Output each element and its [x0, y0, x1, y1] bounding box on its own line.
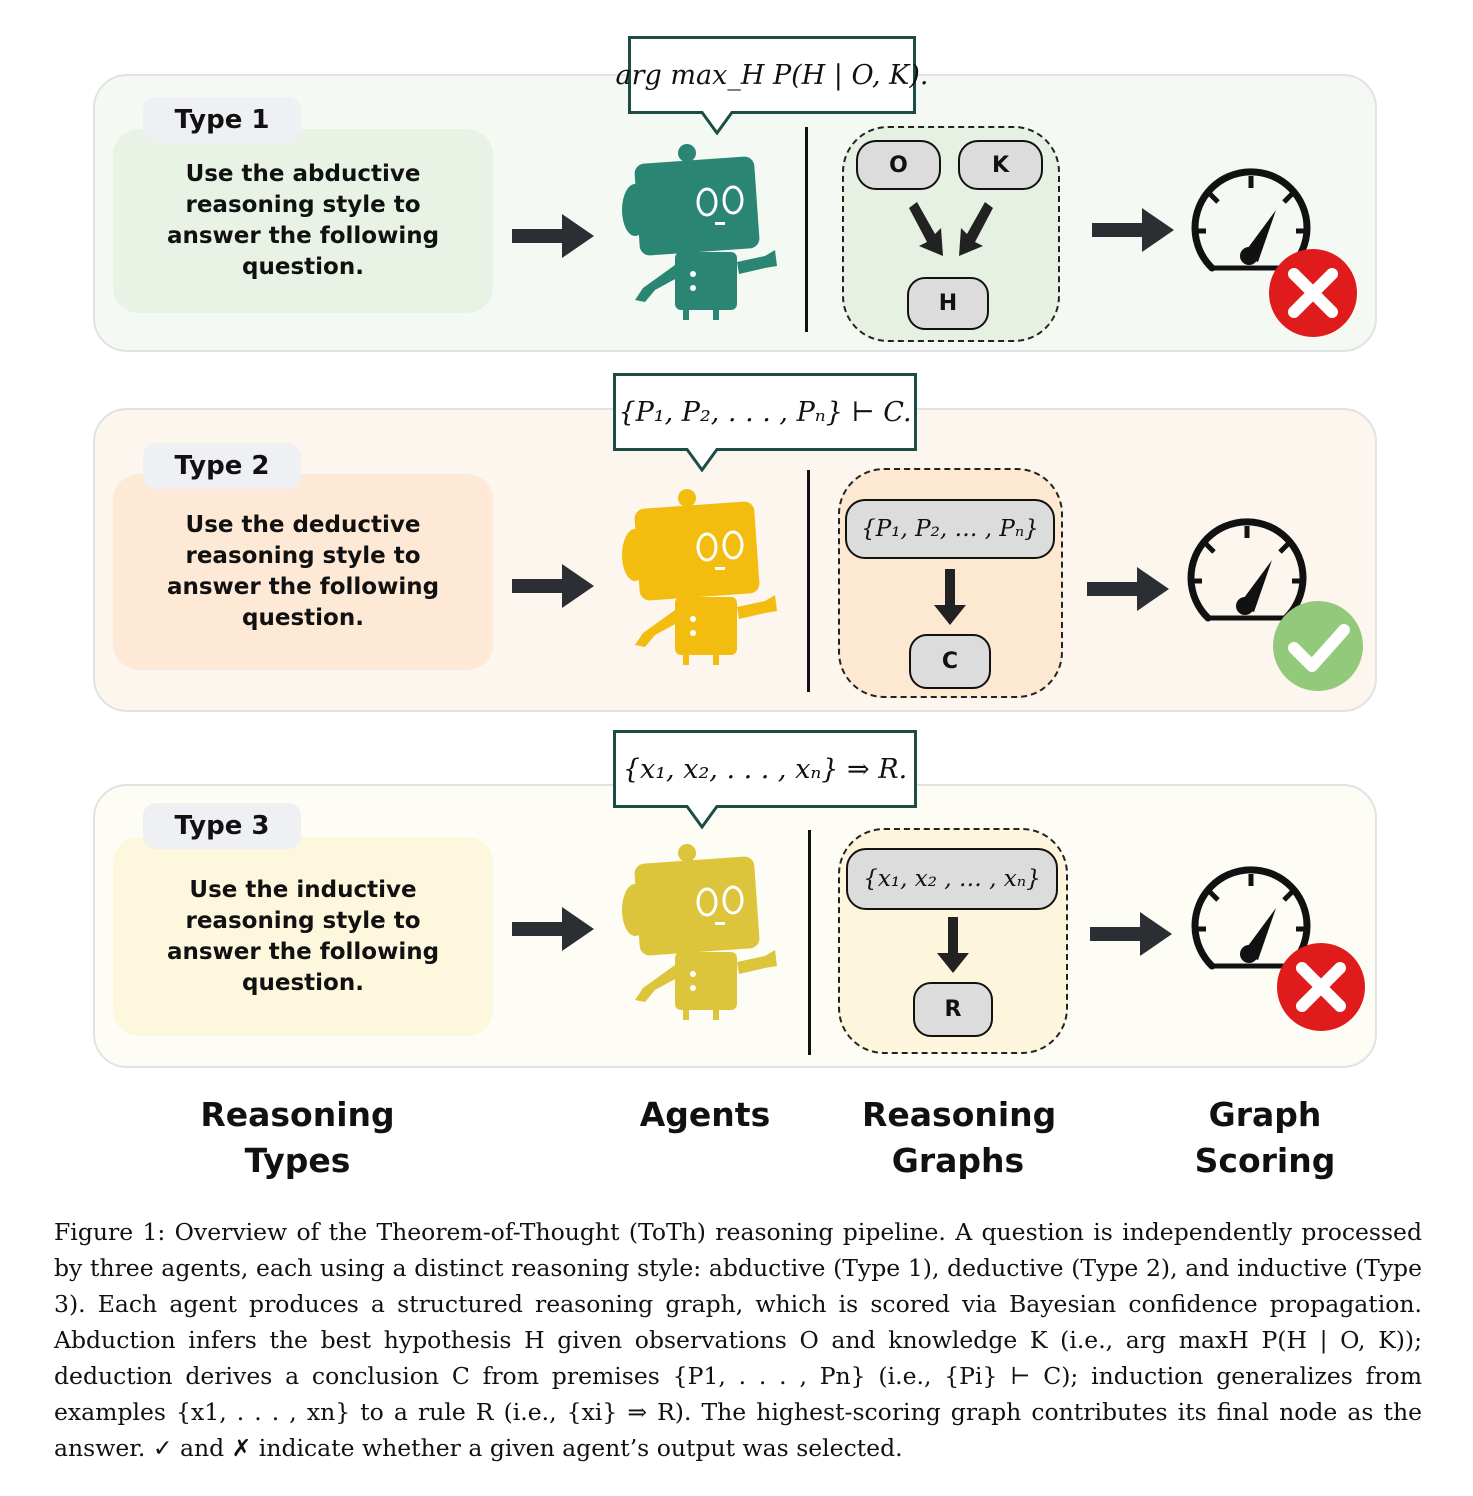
graph-3-node-r: R	[913, 982, 993, 1037]
type-1-question: Use the abductive reasoning style to ans…	[113, 129, 493, 313]
selected-check-icon	[1273, 601, 1363, 691]
arrow-right-icon	[1092, 208, 1174, 252]
type-1-label: Type 1	[143, 97, 301, 143]
arrow-right-icon	[512, 907, 594, 951]
type-3-formula: {x₁, x₂, . . . , xₙ} ⇒ R.	[622, 753, 908, 785]
bubble-tail	[685, 805, 719, 829]
graph-1-node-h: H	[907, 277, 989, 330]
gauge-icon	[1191, 866, 1311, 970]
separator-line	[805, 127, 808, 332]
figure-caption: Figure 1: Overview of the Theorem-of-Tho…	[54, 1218, 1422, 1462]
arrow-down-icon	[934, 569, 966, 625]
column-label-reasoning-graphs: Reasoning Graphs	[862, 1095, 1057, 1180]
graph-1-node-o: O	[856, 140, 941, 190]
robot-agent-1-icon	[622, 144, 777, 320]
column-label-graph-scoring: Graph Scoring	[1194, 1095, 1336, 1180]
type-1-formula: arg max_H P(H | O, K).	[615, 59, 929, 91]
robot-agent-3-icon	[622, 844, 777, 1020]
type-3-question: Use the inductive reasoning style to ans…	[113, 837, 493, 1036]
graph-2-node-premises: {P₁, P₂, … , Pₙ}	[845, 499, 1055, 559]
separator-line	[807, 470, 810, 692]
column-label-reasoning-types: Reasoning Types	[200, 1095, 395, 1180]
type-3-formula-bubble: {x₁, x₂, . . . , xₙ} ⇒ R.	[613, 730, 917, 808]
graph-2-node-c: C	[909, 634, 991, 689]
type-2-question: Use the deductive reasoning style to ans…	[113, 474, 493, 670]
arrow-down-icon	[909, 202, 943, 256]
arrow-down-icon	[959, 202, 993, 256]
separator-line	[808, 830, 811, 1055]
arrow-down-icon	[937, 917, 969, 973]
arrow-right-icon	[512, 564, 594, 608]
type-3-label: Type 3	[143, 803, 301, 849]
reject-x-icon	[1269, 249, 1357, 337]
arrow-right-icon	[1090, 912, 1172, 956]
graph-1-node-k: K	[958, 140, 1043, 190]
graph-3-node-examples: {x₁, x₂ , … , xₙ}	[846, 848, 1058, 910]
type-2-formula-bubble: {P₁, P₂, . . . , Pₙ} ⊢ C.	[613, 373, 917, 451]
bubble-tail	[685, 448, 719, 472]
gauge-icon	[1187, 518, 1307, 622]
type-2-formula: {P₁, P₂, . . . , Pₙ} ⊢ C.	[618, 396, 912, 428]
arrow-right-icon	[512, 214, 594, 258]
bubble-tail	[700, 111, 734, 135]
column-label-agents: Agents	[639, 1095, 771, 1134]
arrow-right-icon	[1087, 567, 1169, 611]
robot-agent-2-icon	[622, 489, 777, 665]
type-2-label: Type 2	[143, 443, 301, 489]
reject-x-icon	[1277, 943, 1365, 1031]
type-1-formula-bubble: arg max_H P(H | O, K).	[616, 36, 928, 114]
